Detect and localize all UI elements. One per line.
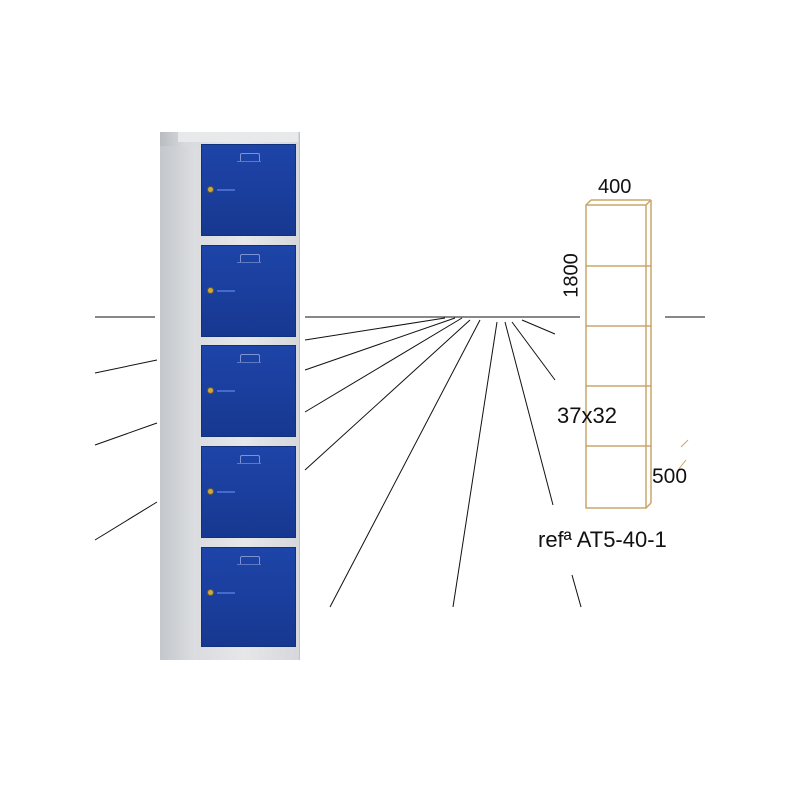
perspective-line	[94, 501, 158, 541]
locker-door-5	[201, 547, 296, 647]
depth-dimension-label: 500	[652, 465, 688, 488]
lock-icon	[208, 489, 213, 494]
perspective-line	[304, 319, 471, 471]
handle-icon	[240, 354, 260, 363]
perspective-line	[452, 321, 498, 608]
perspective-line	[94, 422, 158, 446]
width-dimension-label: 400	[598, 176, 632, 198]
product-reference-label: refª AT5-40-1	[538, 527, 667, 552]
perspective-line	[304, 317, 456, 371]
lock-icon	[208, 590, 213, 595]
handle-icon	[240, 254, 260, 263]
perspective-line	[329, 319, 481, 608]
lock-icon	[208, 187, 213, 192]
locker-door-1	[201, 144, 296, 236]
locker-outline-diagram	[585, 199, 689, 509]
perspective-line	[94, 359, 158, 374]
perspective-line	[304, 317, 463, 413]
handle-icon	[240, 556, 260, 565]
lock-icon	[208, 288, 213, 293]
handle-icon	[240, 455, 260, 464]
perspective-line	[571, 574, 582, 608]
locker-door-2	[201, 245, 296, 337]
perspective-line	[304, 317, 446, 341]
perspective-line	[511, 321, 556, 381]
perspective-line	[521, 319, 556, 335]
compartment-size-label: 37x32	[557, 403, 617, 428]
locker-top-panel	[178, 132, 298, 142]
locker-door-4	[201, 446, 296, 538]
perspective-line	[504, 321, 554, 506]
handle-icon	[240, 153, 260, 162]
height-dimension-label: 1800	[560, 253, 583, 298]
locker-side-panel	[160, 146, 196, 660]
locker-door-3	[201, 345, 296, 437]
lock-icon	[208, 388, 213, 393]
